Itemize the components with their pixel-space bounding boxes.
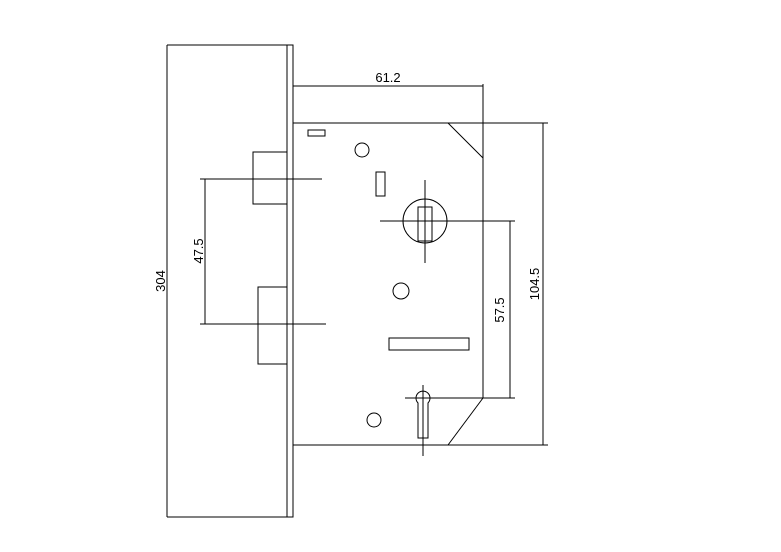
spindle-to-keyhole-label: 57.5 xyxy=(492,297,507,322)
faceplate-length-label: 304 xyxy=(153,270,168,292)
middle-screw-hole xyxy=(392,282,410,300)
vertical-slot xyxy=(375,171,386,197)
upper-screw-hole xyxy=(354,142,370,158)
top-slot xyxy=(307,129,326,137)
deadbolt xyxy=(257,286,288,365)
body-height-dimension: 104.5 xyxy=(527,123,544,445)
faceplate-group: 304 xyxy=(153,44,294,518)
body-depth-label: 61.2 xyxy=(375,70,400,85)
body-height-label: 104.5 xyxy=(527,268,542,301)
latch-to-deadbolt-dimension: 47.5 xyxy=(191,178,326,325)
lock-body-bottom-chamfer xyxy=(447,397,484,446)
spindle-hub xyxy=(380,180,515,263)
body-depth-dimension: 61.2 xyxy=(293,70,483,87)
lock-body-top-chamfer xyxy=(447,122,484,159)
lock-body xyxy=(293,84,548,446)
lower-screw-hole xyxy=(366,412,382,428)
faceplate xyxy=(286,44,294,518)
horizontal-slot xyxy=(388,337,470,351)
latch-to-deadbolt-label: 47.5 xyxy=(191,238,206,263)
keyhole-group xyxy=(405,385,515,456)
spindle-to-keyhole-dimension: 57.5 xyxy=(492,221,511,398)
latch-bolt xyxy=(252,151,288,205)
